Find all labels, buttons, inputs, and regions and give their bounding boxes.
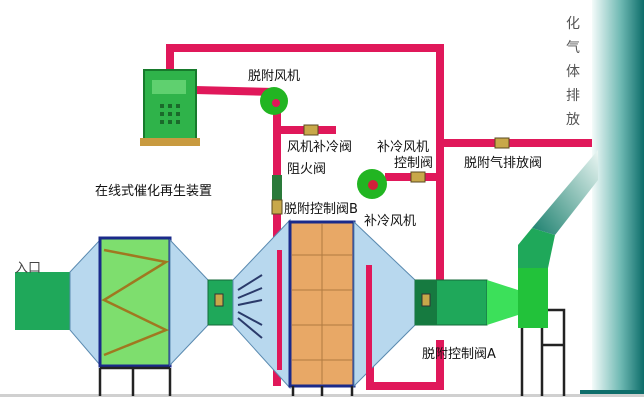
desorption-valve-a-label: 脱附控制阀A xyxy=(422,347,496,362)
inlet-duct xyxy=(15,272,70,330)
cooling-fan-label: 补冷风机 xyxy=(364,214,417,229)
duct-valve-1 xyxy=(214,293,224,307)
valves xyxy=(271,124,510,215)
exhaust-stack xyxy=(592,0,644,396)
desorption-valve-b xyxy=(271,199,283,215)
cooling-fan-control-valve-label-1: 补冷风机 xyxy=(377,140,430,155)
cooling-fan-control-valve xyxy=(410,171,426,183)
desorption-valve-a-icon xyxy=(421,293,431,307)
desorption-exhaust-valve-label: 脱附气排放阀 xyxy=(464,156,543,171)
desorption-valve-b-label: 脱附控制阀B xyxy=(284,202,358,217)
desorption-fan-icon xyxy=(260,87,288,115)
flame-arrester-label: 阻火阀 xyxy=(287,162,327,177)
desorption-exhaust-valve xyxy=(494,137,510,149)
fan-cooling-valve-label: 风机补冷阀 xyxy=(287,140,353,155)
main-duct xyxy=(15,150,598,396)
catalytic-unit-label: 在线式催化再生装置 xyxy=(95,184,213,199)
fan-cooling-valve xyxy=(303,124,319,136)
support-legs xyxy=(98,366,354,396)
catalytic-regeneration-unit xyxy=(140,69,200,146)
desorption-fan-label: 脱附风机 xyxy=(248,69,301,84)
inlet-label: 入口 xyxy=(15,261,42,276)
stack-label: 化气体排放 xyxy=(566,16,580,128)
main-fan xyxy=(518,268,548,328)
cooling-fan-control-valve-label-2: 控制阀 xyxy=(394,156,434,171)
cooling-fan-icon xyxy=(357,169,387,199)
